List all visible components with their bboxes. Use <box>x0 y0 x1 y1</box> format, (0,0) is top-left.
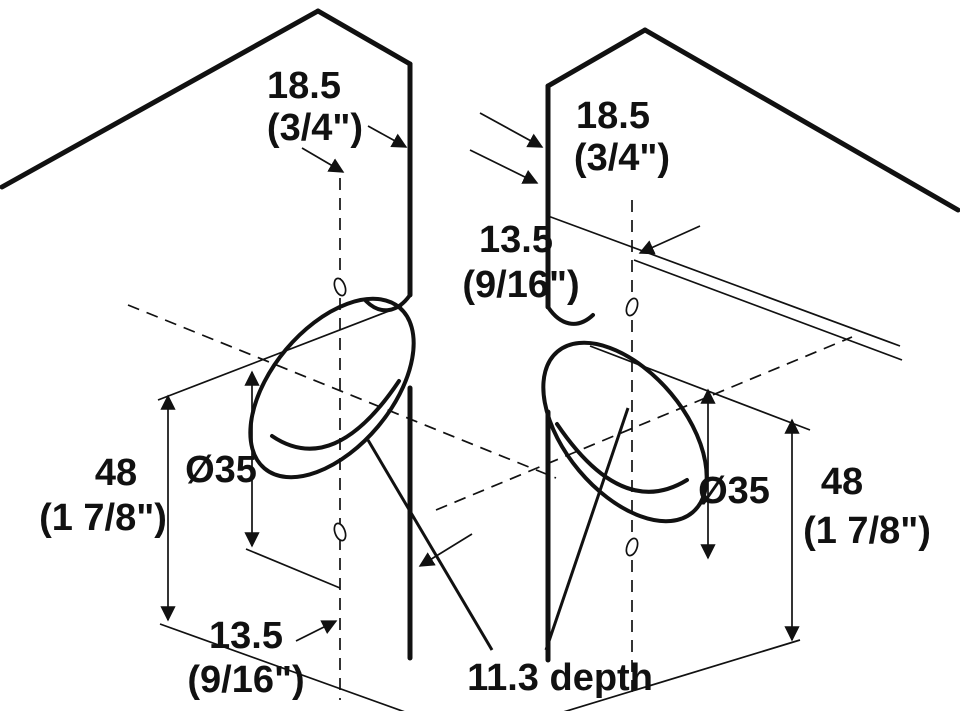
dim-right-offset-mm-label: 13.5 <box>479 219 553 261</box>
depth-leader <box>366 407 630 651</box>
dim-left-height-mm-label: 48 <box>95 452 137 494</box>
dim-left-top-mm-label: 18.5 <box>267 65 341 107</box>
screw-hole-marks <box>333 277 639 557</box>
dim-right-offset-in-label: (9/16") <box>462 264 579 306</box>
left-panel-outline <box>0 8 413 661</box>
dim-left-bottom-mm-label: 13.5 <box>209 615 283 657</box>
dimension-labels: 18.5 (3/4") 18.5 (3/4") 13.5 (9/16") 48 … <box>39 65 931 701</box>
centerlines <box>127 178 853 700</box>
dim-left-bottom-in-label: (9/16") <box>187 659 304 701</box>
right-cup-hole <box>541 340 709 524</box>
right-panel-outline <box>545 27 960 663</box>
dim-left-diameter-label: Ø35 <box>185 449 257 491</box>
dimension-lines <box>157 112 903 711</box>
dim-left-top-in-label: (3/4") <box>267 107 363 149</box>
dim-right-height-mm-label: 48 <box>821 461 863 503</box>
dim-depth-label: 11.3 depth <box>467 657 653 699</box>
dim-right-top-mm-label: 18.5 <box>576 95 650 137</box>
dim-right-height-in-label: (1 7/8") <box>803 510 931 552</box>
dim-right-top-in-label: (3/4") <box>574 137 670 179</box>
dim-left-height-in-label: (1 7/8") <box>39 497 167 539</box>
dim-right-diameter-label: Ø35 <box>698 470 770 512</box>
